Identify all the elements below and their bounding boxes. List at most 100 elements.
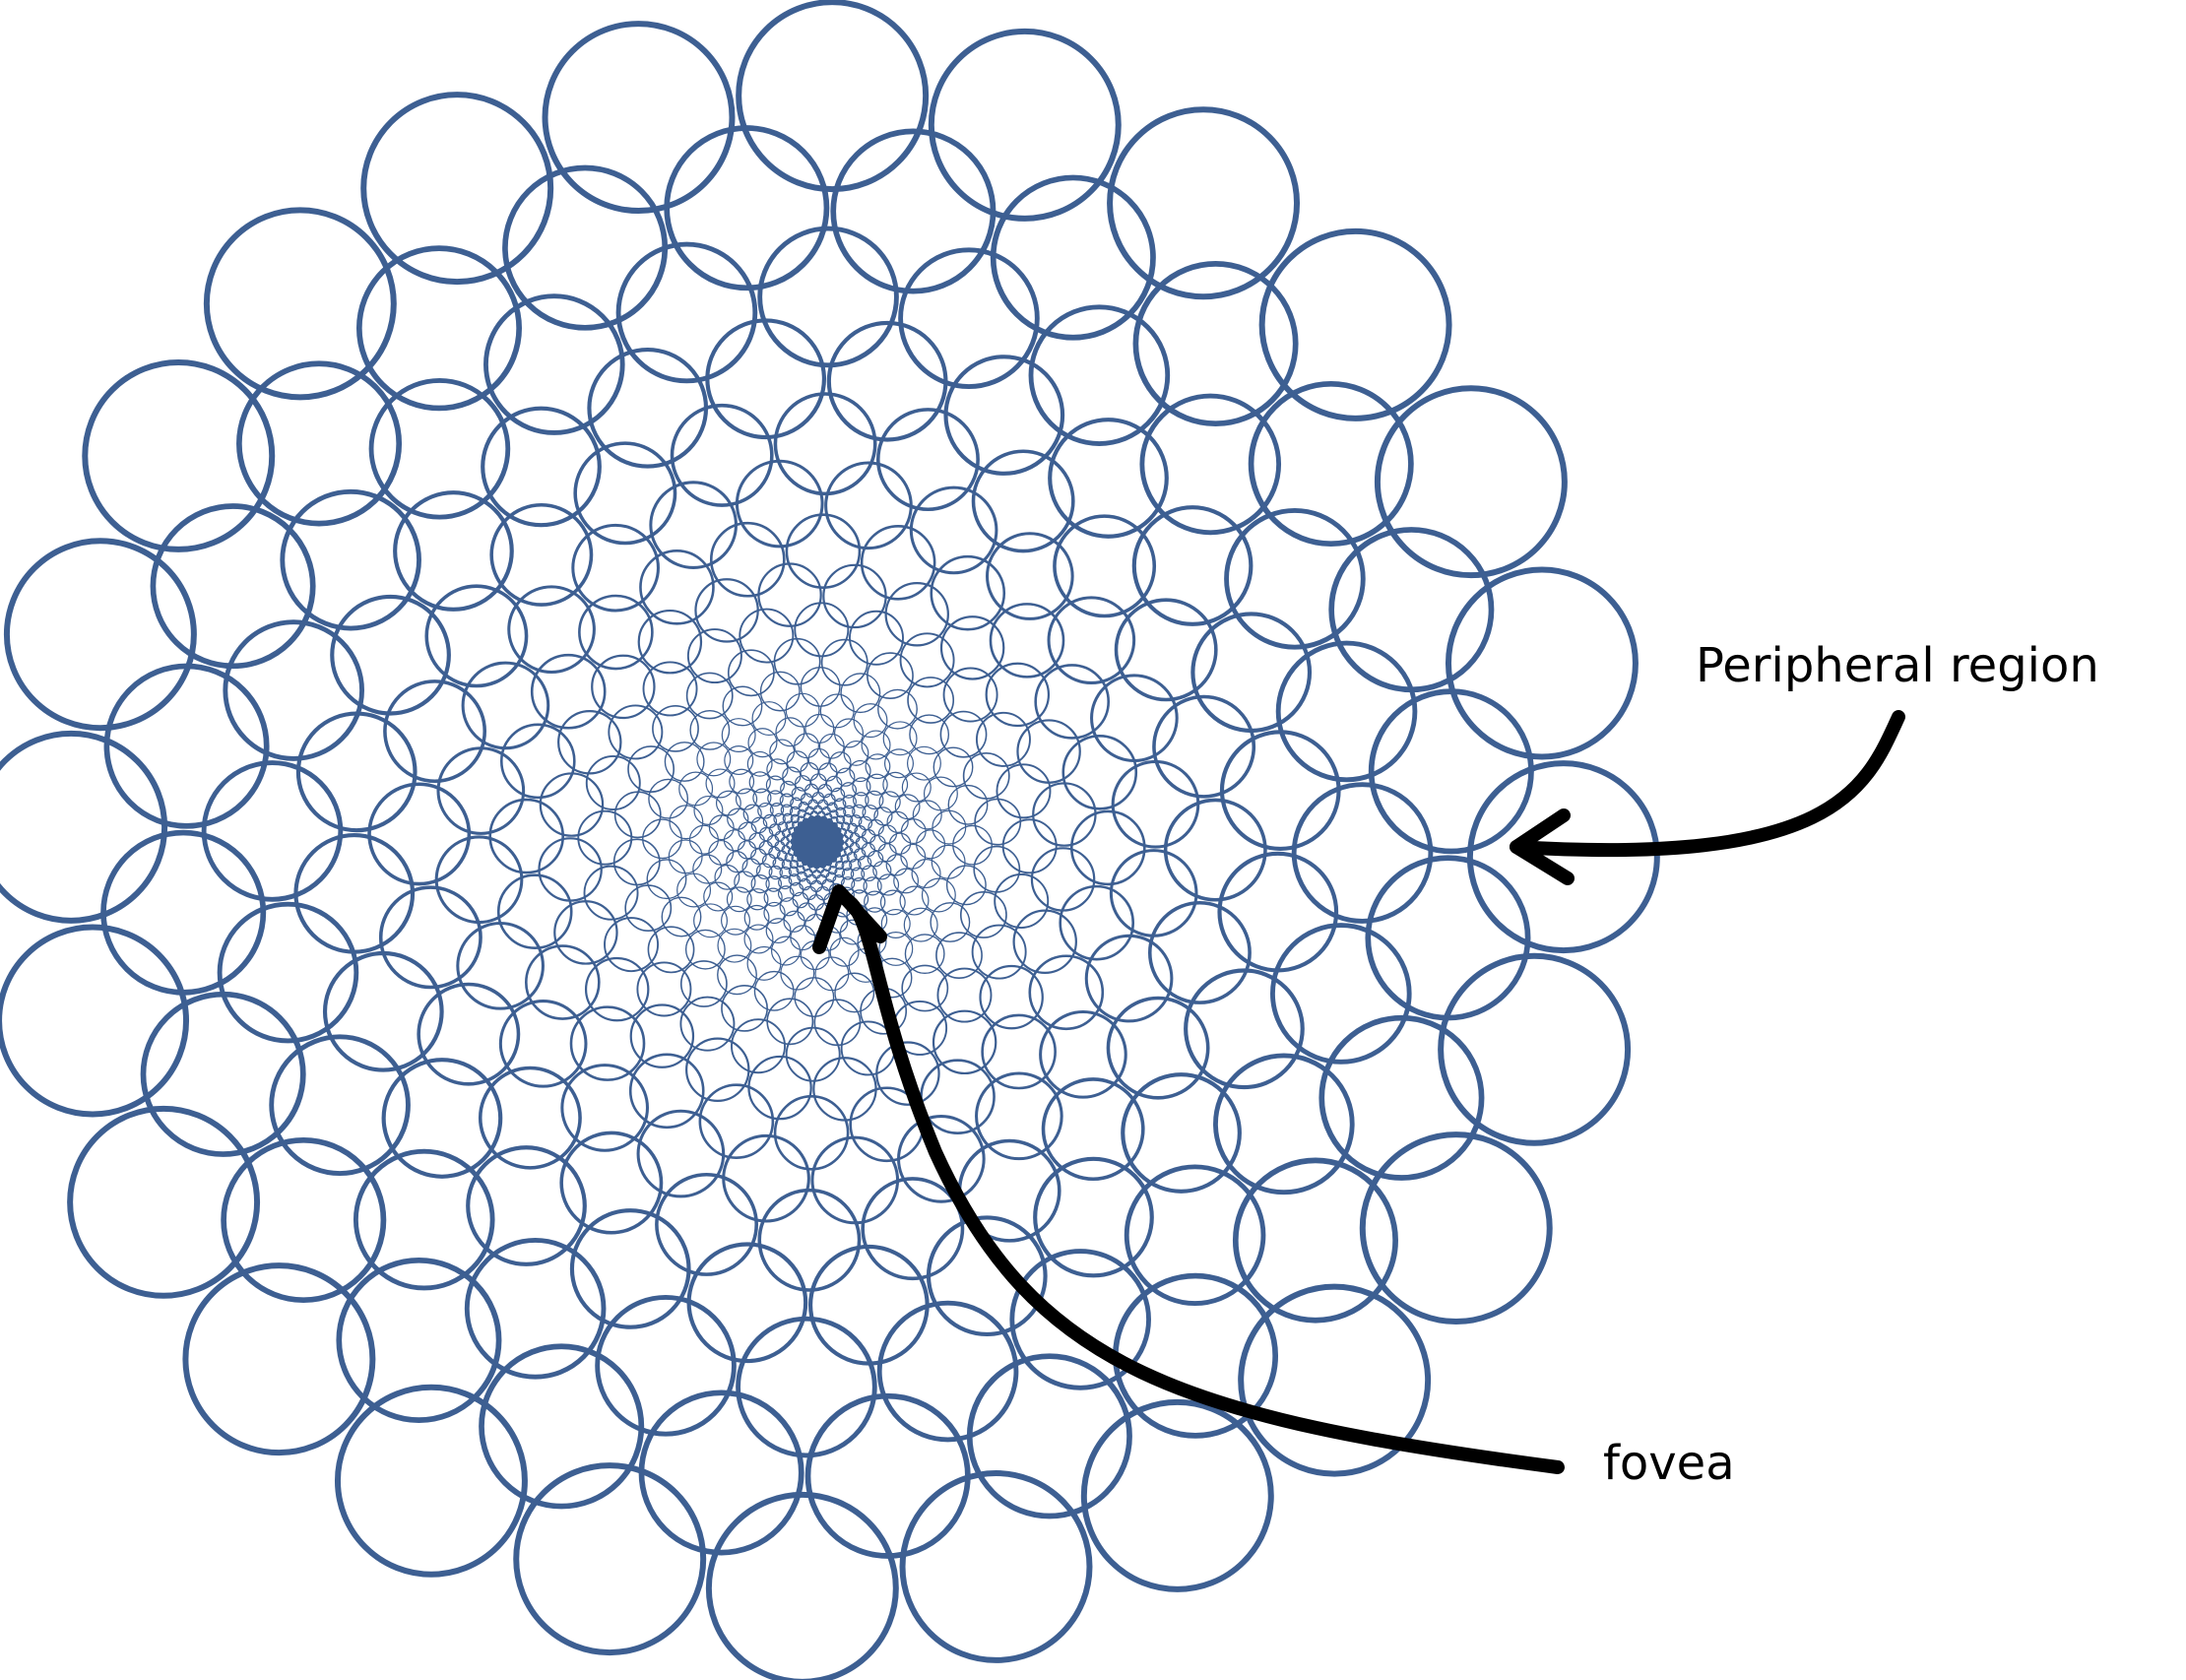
receptive-field-circle xyxy=(736,1316,877,1458)
receptive-field-circle xyxy=(833,798,847,810)
receptive-field-circle xyxy=(936,967,993,1023)
receptive-field-circle xyxy=(1232,1157,1398,1324)
log-polar-circle-pattern xyxy=(0,0,1660,1680)
fovea-arrow xyxy=(832,889,1565,1474)
receptive-field-circle xyxy=(757,802,774,819)
receptive-field-circle xyxy=(861,1177,965,1281)
receptive-field-circle xyxy=(679,996,736,1052)
receptive-field-circle xyxy=(876,1300,1019,1443)
receptive-field-circle xyxy=(986,532,1074,620)
receptive-field-circle xyxy=(223,619,364,761)
receptive-field-circle xyxy=(930,902,971,942)
receptive-field-circle xyxy=(638,1389,804,1556)
receptive-field-circle xyxy=(840,854,850,864)
receptive-field-circle xyxy=(629,1003,695,1068)
receptive-field-circle xyxy=(901,964,949,1012)
receptive-field-circle xyxy=(994,873,1050,929)
receptive-field-circle xyxy=(679,960,728,1007)
receptive-field-circle xyxy=(867,652,914,700)
receptive-field-circle xyxy=(786,750,808,773)
receptive-field-circle xyxy=(789,859,800,870)
receptive-field-circle xyxy=(1365,855,1531,1021)
receptive-field-circle xyxy=(849,610,904,666)
receptive-field-circle xyxy=(661,896,702,937)
receptive-field-circle xyxy=(860,524,936,601)
receptive-field-circle xyxy=(920,1059,996,1134)
receptive-field-circle xyxy=(330,594,451,716)
receptive-field-circle xyxy=(417,982,521,1086)
receptive-field-circle xyxy=(932,1009,997,1075)
receptive-field-circle xyxy=(888,832,912,855)
receptive-field-circle xyxy=(979,964,1044,1030)
receptive-field-circle xyxy=(931,844,966,879)
receptive-field-circle xyxy=(483,293,625,435)
receptive-field-circle xyxy=(861,730,891,760)
receptive-field-circle xyxy=(757,1188,862,1292)
receptive-field-circle xyxy=(804,783,819,799)
receptive-field-circle xyxy=(971,449,1075,553)
receptive-field-circle xyxy=(974,798,1022,846)
receptive-field-circle xyxy=(794,733,820,759)
receptive-field-circle xyxy=(840,782,858,799)
receptive-field-circle xyxy=(878,791,901,813)
receptive-field-circle xyxy=(724,744,754,776)
receptive-field-circle xyxy=(709,521,786,598)
receptive-field-circle xyxy=(842,794,857,809)
receptive-field-circle xyxy=(746,750,773,777)
receptive-field-circle xyxy=(773,392,877,496)
receptive-field-circle xyxy=(904,934,945,975)
receptive-field-circle xyxy=(507,585,596,674)
receptive-field-circle xyxy=(843,805,856,818)
receptive-field-circle xyxy=(538,837,603,902)
receptive-field-circle xyxy=(221,1136,387,1304)
receptive-field-circle xyxy=(939,615,1005,680)
receptive-field-circle xyxy=(636,1109,726,1198)
receptive-field-circle xyxy=(942,667,998,723)
receptive-field-circle xyxy=(796,865,805,874)
receptive-field-circle xyxy=(804,1392,971,1559)
receptive-field-circle xyxy=(921,877,956,913)
receptive-field-circle xyxy=(841,860,853,872)
receptive-field-circle xyxy=(876,408,980,512)
receptive-field-circle xyxy=(217,901,359,1044)
receptive-field-circle xyxy=(1061,734,1138,810)
receptive-field-circle xyxy=(748,771,771,794)
receptive-field-circle xyxy=(678,771,714,807)
receptive-field-circle xyxy=(878,931,914,966)
receptive-field-circle xyxy=(947,784,989,825)
receptive-field-circle xyxy=(1109,849,1198,937)
receptive-field-circle xyxy=(689,709,731,750)
receptive-field-circle xyxy=(604,917,660,973)
receptive-field-circle xyxy=(770,936,802,966)
receptive-field-circle xyxy=(790,797,803,809)
receptive-field-circle xyxy=(899,885,930,916)
receptive-field-circle xyxy=(642,661,698,717)
receptive-field-circle xyxy=(758,840,774,855)
receptive-field-circle xyxy=(835,814,846,825)
receptive-field-circle xyxy=(67,1105,261,1299)
receptive-field-circle xyxy=(746,945,782,981)
receptive-field-circle xyxy=(481,406,602,528)
receptive-field-circle xyxy=(906,745,941,781)
receptive-field-circle xyxy=(900,818,927,845)
receptive-field-circle xyxy=(1163,798,1267,902)
receptive-field-circle xyxy=(815,885,830,901)
receptive-field-circle xyxy=(1053,514,1157,618)
receptive-field-circle xyxy=(882,721,918,756)
receptive-field-circle xyxy=(1048,418,1169,539)
receptive-field-circle xyxy=(759,671,801,712)
receptive-field-circle xyxy=(652,704,699,752)
receptive-field-circle xyxy=(612,838,661,886)
receptive-field-circle xyxy=(779,866,792,879)
receptive-field-circle xyxy=(664,125,830,291)
receptive-field-circle xyxy=(757,562,822,627)
receptive-field-circle xyxy=(790,813,801,824)
receptive-field-circle xyxy=(1318,1014,1485,1181)
receptive-field-circle xyxy=(757,226,899,368)
receptive-field-circle xyxy=(785,820,795,830)
receptive-field-circle xyxy=(804,713,835,743)
receptive-field-circle xyxy=(478,1066,582,1170)
receptive-field-circle xyxy=(813,999,862,1047)
receptive-field-circle xyxy=(705,1491,899,1680)
receptive-field-circle xyxy=(708,839,735,866)
